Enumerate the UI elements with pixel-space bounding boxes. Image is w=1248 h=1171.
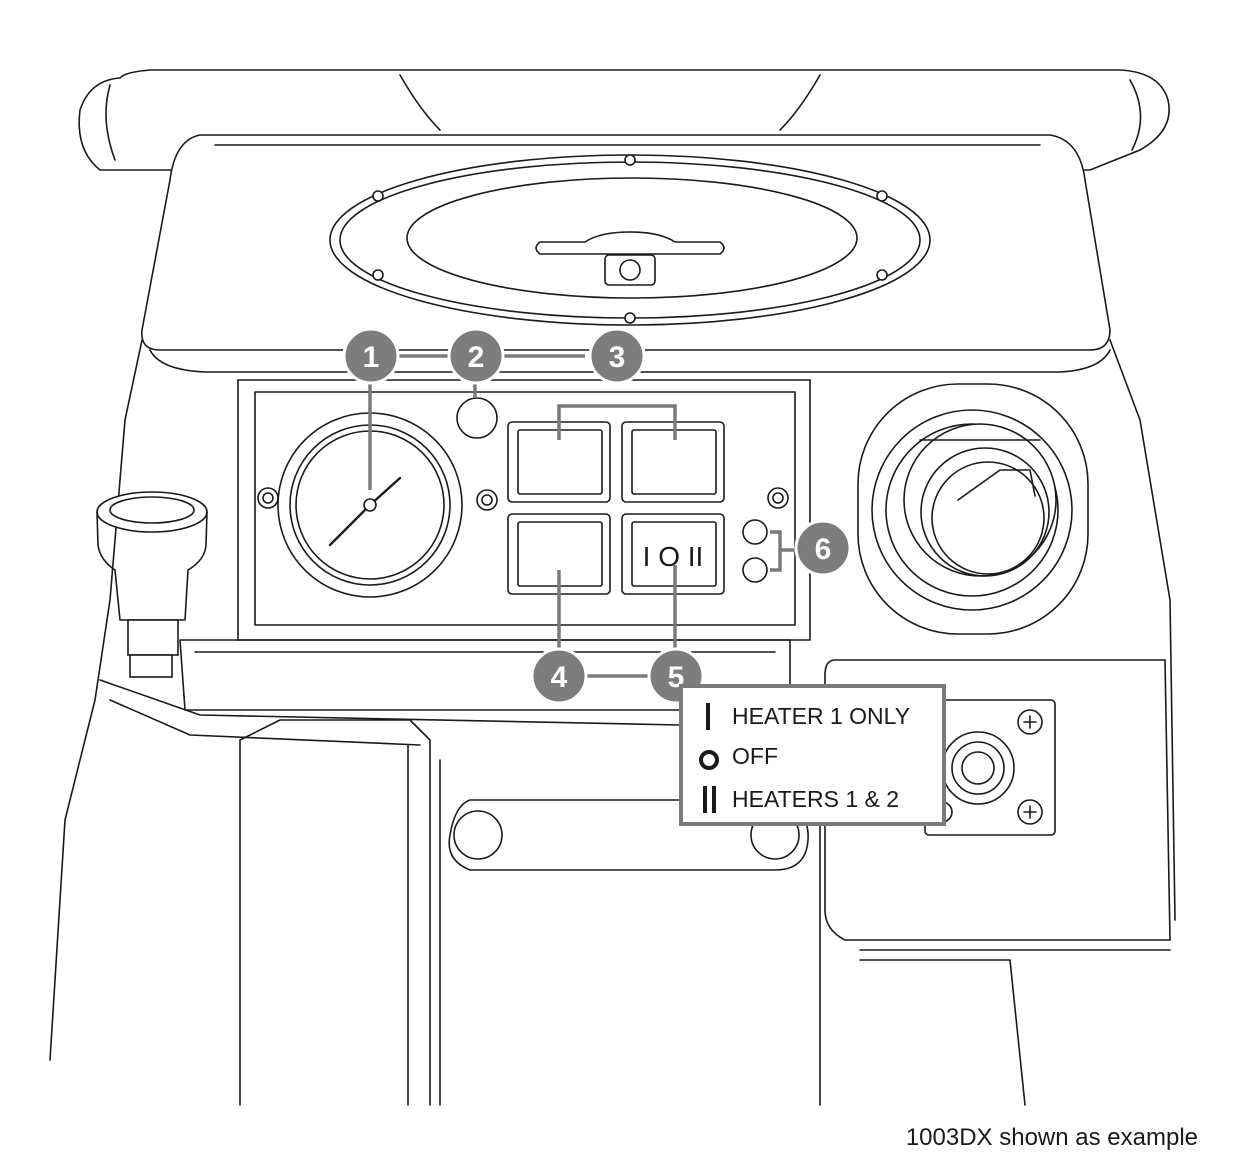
switch-legend: HEATER 1 ONLY OFF HEATERS 1 & 2	[679, 684, 946, 826]
heater-1-symbol	[706, 703, 710, 730]
callout-6-number: 6	[815, 533, 832, 566]
callout-2-number: 2	[468, 341, 485, 374]
indicator-light	[456, 397, 498, 439]
legend-heater-1-only: HEATER 1 ONLY	[732, 703, 910, 729]
callout-1-number: 1	[363, 341, 380, 374]
callout-4-number: 4	[551, 661, 568, 694]
callout-3: 3	[588, 327, 646, 385]
figure-caption: 1003DX shown as example	[905, 1124, 1198, 1151]
rocker-switches	[507, 421, 725, 595]
handle-bar	[78, 69, 1170, 171]
callout-4: 4	[530, 647, 588, 705]
callout-2: 2	[447, 327, 505, 385]
callout-3-number: 3	[609, 341, 626, 374]
left-fitting	[96, 491, 208, 678]
vacuum-inlet	[857, 383, 1089, 635]
legend-off: OFF	[732, 743, 778, 769]
callout-6: 6	[794, 519, 852, 577]
legend-heaters-1-2: HEATERS 1 & 2	[732, 786, 899, 812]
heater-switch-symbol: I O II	[643, 541, 704, 572]
circuit-breakers	[742, 487, 789, 583]
heaters-1-2-symbol-bar-a	[703, 786, 707, 813]
heater-outlet	[824, 659, 1171, 941]
lid	[141, 134, 1111, 351]
callout-1: 1	[342, 327, 400, 385]
off-symbol	[699, 750, 719, 770]
callout-connectors	[368, 354, 800, 678]
heaters-1-2-symbol-bar-b	[712, 786, 716, 813]
pressure-gauge	[257, 412, 498, 598]
